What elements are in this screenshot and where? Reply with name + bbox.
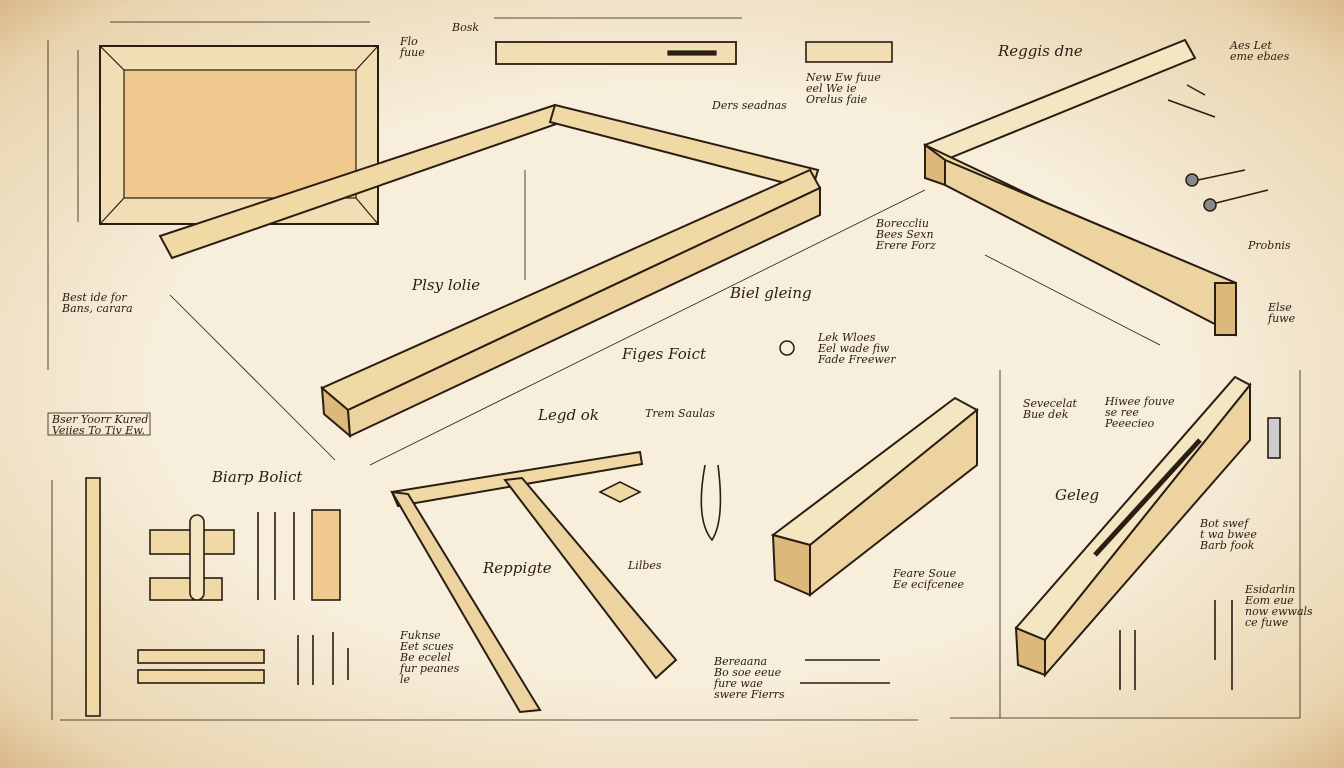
label-best-ide: Best ide for Bans, carara: [62, 291, 133, 315]
dimension-lines: [47, 17, 1301, 721]
label-else-fuwe: Else fuwe: [1268, 301, 1296, 325]
label-flo-fuue: Flo fuue: [400, 35, 425, 59]
label-new-ew: New Ew fuue eel We ie Orelus faie: [806, 71, 881, 106]
label-trem-saulas: Trem Saulas: [645, 407, 715, 420]
label-legd-ok: Legd ok: [538, 406, 599, 424]
note-box: [47, 412, 151, 436]
label-bosk: Bosk: [452, 21, 480, 34]
label-fuknse: Fuknse Eet scues Be ecelel fur peanes le: [400, 629, 460, 686]
label-lilbes: Lilbes: [628, 559, 662, 572]
corner-joint: [922, 38, 1237, 337]
label-sevecelat: Sevecelat Bue dek: [1023, 397, 1077, 421]
label-reppigte: Reppigte: [483, 559, 552, 577]
hardware-tools: [779, 84, 1269, 356]
label-esidarlin: Esidarlin Eom eue now ewwals ce fuwe: [1245, 583, 1313, 629]
a-frame-legs: [390, 450, 678, 714]
label-plsy-lolie: Plsy lolie: [412, 276, 481, 294]
label-hiwee-fouve: Hiwee fouve se ree Peeecieo: [1105, 395, 1175, 430]
large-rail-assembly: [158, 103, 822, 439]
beam-block: [770, 396, 979, 598]
label-bot-swef: Bot swef t wa bwee Barb fook: [1200, 517, 1257, 552]
label-probnis: Probnis: [1248, 239, 1291, 252]
grooved-beam: [1014, 375, 1252, 678]
label-geleg: Geleg: [1055, 486, 1100, 504]
top-board: [495, 41, 893, 65]
label-ders-seadnas: Ders seadnas: [712, 99, 787, 112]
small-parts: [85, 417, 1281, 717]
label-boreccliu: Boreccliu Bees Sexn Erere Forz: [876, 217, 936, 252]
label-lek-wloes: Lek Wloes Eel wade fiw Fade Freewer: [818, 331, 896, 366]
label-biarp-bolict: Biarp Bolict: [212, 468, 303, 486]
frame-panel: [99, 45, 379, 225]
label-bser-yoorr: Bser Yoorr Kured Veiies To Tiv Ew.: [52, 413, 149, 437]
label-feare-soue: Feare Soue Ee ecifcenee: [893, 567, 965, 591]
label-reggis-dne: Reggis dne: [998, 42, 1083, 60]
label-biel-gleing: Biel gleing: [730, 284, 812, 302]
label-figes-foict: Figes Foict: [622, 345, 706, 363]
label-bereaana: Bereaana Bo soe eeue fure wae swere Fier…: [714, 655, 785, 701]
label-aes-let: Aes Let eme ebaes: [1230, 39, 1290, 63]
